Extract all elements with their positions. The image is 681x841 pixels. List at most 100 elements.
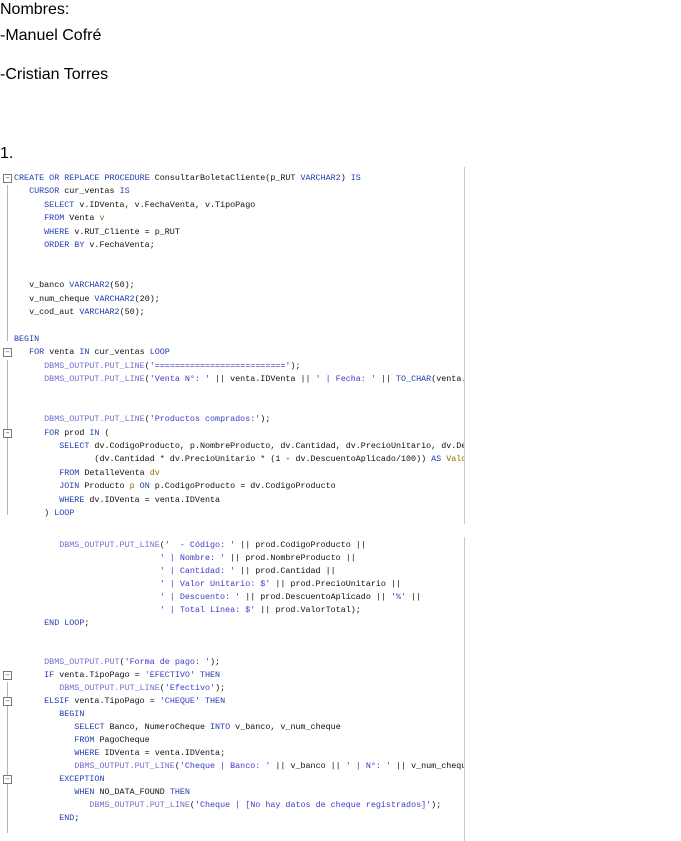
fold-toggle-icon[interactable]: −: [3, 174, 12, 183]
code-token: v_num_cheque: [14, 293, 95, 304]
code-token: );: [215, 683, 226, 693]
code-token: venta.TipoPago =: [59, 670, 145, 680]
code-token: IN: [79, 347, 95, 358]
code-token: [14, 428, 44, 438]
code-token: ;: [74, 813, 80, 823]
code-token: END: [59, 813, 75, 823]
code-token: || prod.CodigoProducto ||: [235, 540, 366, 550]
section-number: 1.: [0, 145, 14, 162]
code-line: [0, 252, 464, 264]
code-token: '==========================': [149, 360, 291, 371]
code-line: EXCEPTION: [0, 773, 464, 785]
code-token: [14, 774, 59, 784]
code-token: (: [159, 683, 165, 693]
code-token: [14, 657, 44, 667]
code-screenshot-2: DBMS_OUTPUT.PUT_LINE(' - Código: ' || pr…: [0, 537, 465, 841]
code-line: ' | Cantidad: ' || prod.Cantidad ||: [0, 565, 464, 577]
code-token: || prod.PrecioUnitario ||: [270, 579, 401, 589]
code-line: DBMS_OUTPUT.PUT('Forma de pago: ');: [0, 656, 464, 668]
code-token: ' | Nombre: ': [159, 553, 226, 563]
code-line: DBMS_OUTPUT.PUT_LINE('Efectivo');: [0, 682, 464, 694]
fold-toggle-icon[interactable]: −: [3, 671, 12, 680]
code-token: [14, 361, 44, 371]
code-token: VARCHAR2: [69, 280, 110, 291]
code-line: ' | Valor Unitario: $' || prod.PrecioUni…: [0, 578, 464, 590]
code-token: Venta: [69, 213, 100, 224]
fold-toggle-icon[interactable]: −: [3, 428, 12, 438]
code-token: JOIN: [59, 481, 85, 492]
code-line: JOIN Producto p ON p.CodigoProducto = dv…: [0, 480, 464, 492]
code-token: v.IDVenta, v.FechaVenta, v.TipoPago: [79, 199, 256, 210]
code-token: SELECT: [44, 199, 80, 210]
code-token: Producto: [84, 481, 130, 492]
code-token: || v_num_cheque);: [395, 761, 464, 771]
code-token: [14, 787, 74, 797]
code-token: DBMS_OUTPUT.PUT_LINE: [74, 761, 175, 771]
code-line: FROM DetalleVenta dv: [0, 467, 464, 479]
code-line: END LOOP;: [0, 617, 464, 629]
code-line: FOR venta IN cur_ventas LOOP: [0, 346, 464, 358]
code-token: THEN: [169, 787, 190, 797]
code-token: cur_ventas: [64, 186, 120, 197]
code-line: SELECT Banco, NumeroCheque INTO v_banco,…: [0, 721, 464, 733]
fold-toggle-icon[interactable]: −: [3, 775, 12, 784]
code-token: [14, 605, 160, 615]
code-line: WHERE IDVenta = venta.IDVenta;: [0, 747, 464, 759]
code-line: ELSIF venta.TipoPago = 'CHEQUE' THEN: [0, 695, 464, 707]
code-token: );: [290, 360, 301, 371]
code-token: (venta.FechaVenta,: [431, 374, 464, 384]
code-token: 'Venta N°: ': [149, 374, 211, 384]
code-token: [14, 566, 160, 576]
code-line: [0, 400, 464, 412]
code-token: || v_banco ||: [270, 761, 346, 771]
fold-toggle-icon[interactable]: −: [3, 697, 12, 706]
code-token: DBMS_OUTPUT.PUT_LINE: [44, 360, 145, 371]
code-token: CURSOR: [29, 186, 65, 197]
code-token: [14, 374, 44, 384]
code-screenshot-1: CREATE OR REPLACE PROCEDURE ConsultarBol…: [0, 167, 465, 524]
code-token: || prod.DescuentoAplicado ||: [240, 592, 391, 602]
code-line: v_cod_aut VARCHAR2(50);: [0, 306, 464, 318]
code-token: (: [189, 800, 195, 810]
code-token: [14, 709, 59, 719]
code-line: WHEN NO_DATA_FOUND THEN: [0, 786, 464, 798]
code-token: 'CHEQUE': [159, 696, 200, 706]
code-token: SELECT: [74, 722, 110, 732]
code-token: IN: [89, 427, 105, 438]
fold-toggle-icon[interactable]: −: [3, 348, 12, 358]
code-token: || prod.NombreProducto ||: [225, 553, 356, 563]
code-token: FROM: [59, 467, 85, 478]
code-token: [14, 683, 59, 693]
code-line: WHERE v.RUT_Cliente = p_RUT: [0, 226, 464, 238]
code-token: CREATE OR REPLACE PROCEDURE: [14, 173, 155, 183]
code-token: p.CodigoProducto = dv.CodigoProducto: [154, 481, 336, 492]
code-line: IF venta.TipoPago = 'EFECTIVO' THEN: [0, 669, 464, 681]
code-token: ' - Código: ': [164, 540, 236, 550]
names-heading: Nombres:: [0, 1, 70, 18]
code-token: );: [431, 800, 442, 810]
fold-guide-line: [7, 185, 8, 341]
code-token: ValorTotal: [446, 454, 464, 465]
code-line: END;: [0, 812, 464, 824]
code-line: FROM PagoCheque: [0, 734, 464, 746]
code-token: VARCHAR2: [300, 173, 341, 183]
code-token: FOR: [44, 427, 65, 438]
code-token: BEGIN: [59, 709, 85, 719]
code-token: v_banco: [14, 280, 70, 291]
code-token: v.RUT_Cliente = p_RUT: [74, 226, 180, 237]
code-line: BEGIN: [0, 333, 464, 345]
code-token: FOR: [29, 347, 50, 358]
code-token: [14, 696, 44, 706]
code-token: (50);: [119, 307, 145, 317]
code-token: (: [144, 360, 150, 371]
code-token: [14, 748, 74, 758]
code-token: AS: [431, 454, 447, 465]
code-token: v: [99, 213, 105, 224]
code-token: IF: [44, 670, 60, 680]
code-line: ' | Total Línea: $' || prod.ValorTotal);: [0, 604, 464, 616]
code-token: p: [129, 481, 140, 492]
code-token: ' | N°: ': [345, 761, 391, 771]
code-token: DBMS_OUTPUT.PUT_LINE: [59, 683, 160, 693]
code-token: ELSIF: [44, 696, 75, 706]
code-token: [14, 441, 59, 451]
